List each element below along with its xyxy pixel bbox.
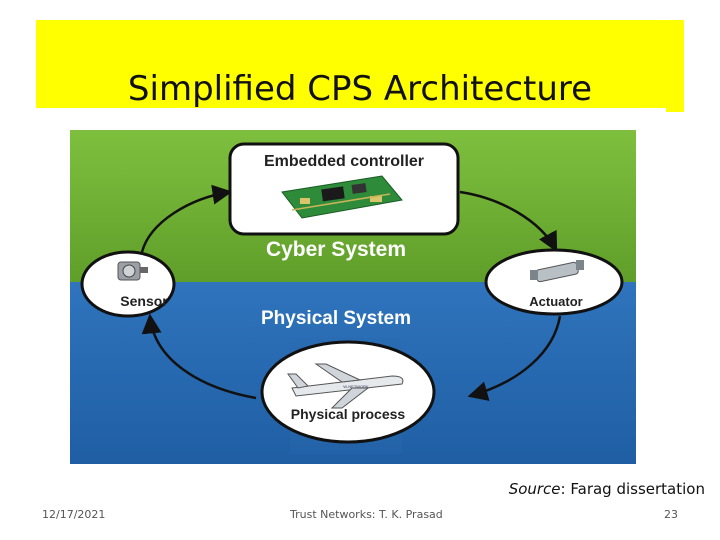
footer-date: 12/17/2021: [42, 508, 106, 521]
actuator-icon: [530, 260, 584, 283]
cps-architecture-diagram: Embedded controller Cyber System Physica…: [70, 130, 636, 464]
arrow-controller-to-actuator: [459, 190, 558, 253]
physical-process-label: Physical process: [291, 406, 406, 422]
physical-system-label: Physical System: [261, 308, 411, 329]
actuator-label: Actuator: [529, 294, 582, 309]
sensor-icon: [117, 261, 148, 281]
source-label: Source: [508, 480, 561, 498]
arrow-sensor-to-controller: [140, 184, 233, 253]
source-credit: Source: Farag dissertation: [509, 480, 705, 498]
source-text: Farag dissertation: [570, 480, 705, 498]
circuit-board-icon: [281, 175, 403, 219]
sensor-label: Sensor: [120, 293, 168, 309]
cyber-system-label: Cyber System: [266, 238, 406, 261]
sensor-node: Sensor: [80, 250, 176, 318]
aircraft-marking: W-NETWORK: [343, 384, 369, 389]
embedded-controller-node: Embedded controller: [228, 142, 460, 236]
physical-process-node: W-NETWORK Physical process: [260, 338, 436, 454]
embedded-controller-label: Embedded controller: [264, 153, 424, 170]
source-separator: :: [560, 480, 571, 498]
title-banner: Simplified CPS Architecture: [36, 20, 684, 112]
arrow-actuator-to-process: [467, 315, 562, 401]
footer-center-text: Trust Networks: T. K. Prasad: [290, 508, 443, 521]
actuator-node: Actuator: [484, 248, 624, 316]
slide-title: Simplified CPS Architecture: [127, 69, 593, 109]
footer-page-number: 23: [664, 508, 678, 521]
arrow-process-to-sensor: [141, 313, 257, 400]
aircraft-icon: W-NETWORK: [287, 363, 404, 409]
